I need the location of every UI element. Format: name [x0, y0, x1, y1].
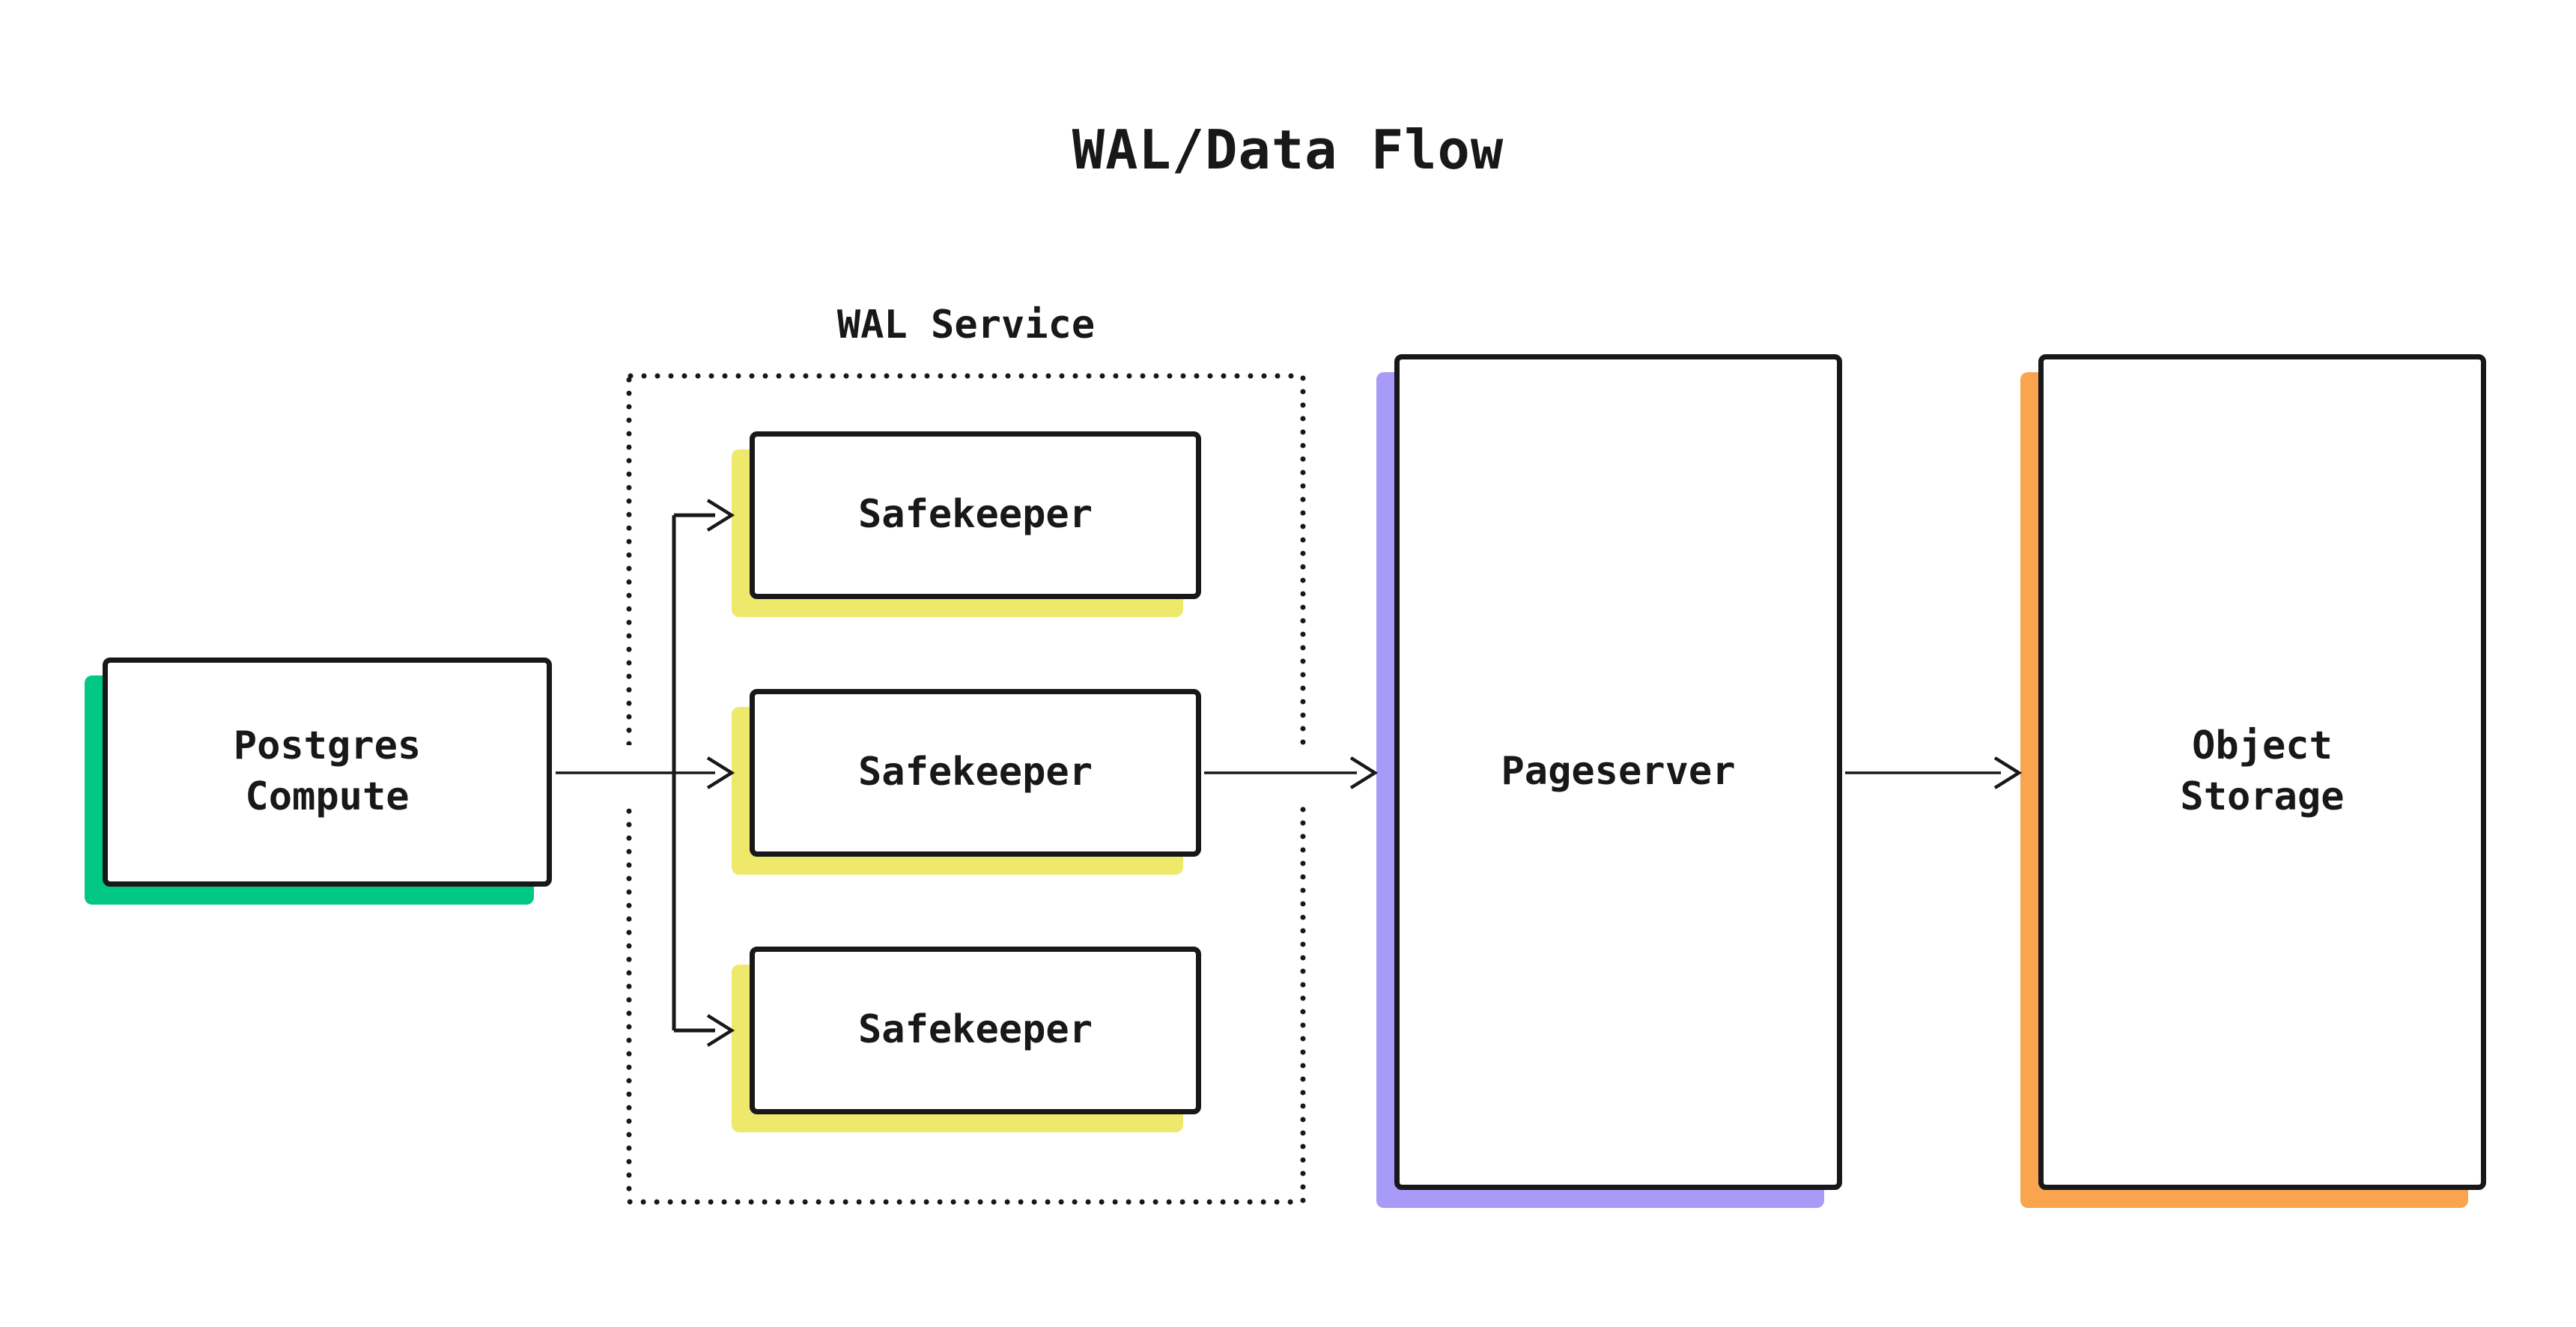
node-safekeeper-2: Safekeeper — [750, 689, 1201, 857]
arrowhead-to-object-storage — [1993, 756, 2023, 789]
node-safekeeper-2-label: Safekeeper — [857, 750, 1093, 795]
arrowhead-to-safekeeper-1 — [706, 499, 735, 532]
node-object-storage-label: Object Storage — [2180, 723, 2345, 819]
node-pageserver: Pageserver — [1394, 354, 1842, 1190]
arrowhead-to-safekeeper-2 — [706, 756, 735, 789]
dotted-border-gap-left — [613, 745, 645, 801]
node-postgres-compute-label: Postgres Compute — [233, 723, 422, 819]
arrowhead-to-pageserver — [1349, 756, 1379, 789]
diagram-title: WAL/Data Flow — [1072, 118, 1504, 181]
node-object-storage: Object Storage — [2038, 354, 2486, 1190]
node-pageserver-label: Pageserver — [1501, 749, 1736, 795]
node-safekeeper-3-label: Safekeeper — [857, 1007, 1093, 1053]
node-postgres-compute: Postgres Compute — [103, 658, 552, 887]
node-safekeeper-1: Safekeeper — [750, 431, 1201, 599]
arrowhead-to-safekeeper-3 — [706, 1014, 735, 1047]
dotted-border-gap-right — [1287, 745, 1319, 801]
node-safekeeper-1-label: Safekeeper — [857, 492, 1093, 538]
wal-service-group-label: WAL Service — [836, 303, 1096, 347]
node-safekeeper-3: Safekeeper — [750, 947, 1201, 1114]
